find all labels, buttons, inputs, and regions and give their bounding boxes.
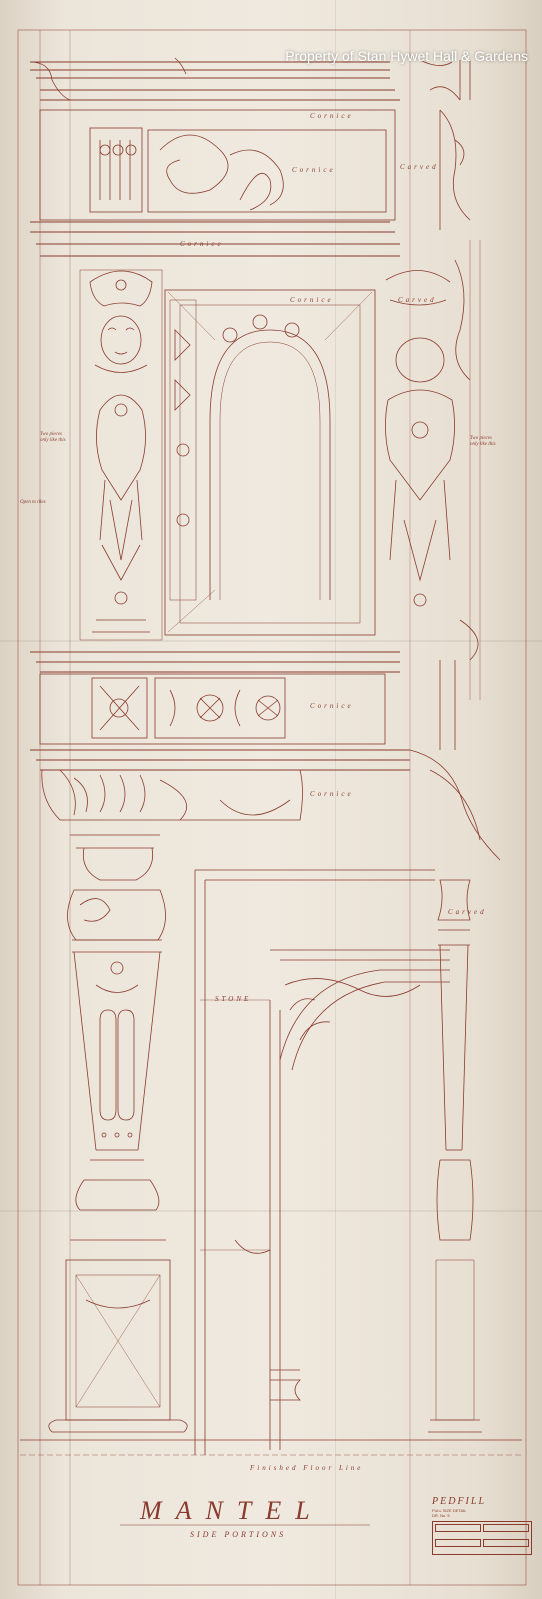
note-side: Open to tiles <box>20 500 46 505</box>
label-cornice-arch: Cornice <box>290 296 334 304</box>
title-block-line1: PEDFILL <box>432 1496 486 1507</box>
watermark: Property of Stan Hywet Hall & Gardens <box>285 48 528 64</box>
label-cornice-middle: Cornice <box>310 702 354 710</box>
title-block-cell <box>483 1539 529 1547</box>
label-stone: STONE <box>215 995 252 1003</box>
label-cornice-mid-upper: Cornice <box>180 240 224 248</box>
title-block-cell <box>435 1524 481 1532</box>
title-block-cell <box>483 1524 529 1532</box>
note-right: Two pieces only like this <box>470 436 496 447</box>
label-cornice-top: Cornice <box>310 112 354 120</box>
paper-seam <box>335 0 336 1599</box>
note-left: Two pieces only like this <box>40 432 66 443</box>
title-block-line2: FULL SIZE DETAIL <box>432 1508 467 1513</box>
label-cornice-lower: Cornice <box>310 790 354 798</box>
paper-fold <box>0 640 542 642</box>
title-block-line3: DR. No. 5 <box>432 1513 450 1518</box>
drawing-title: MANTEL <box>140 1496 324 1525</box>
label-carved-upper: Carved <box>400 163 439 171</box>
label-carved-lower: Carved <box>448 908 487 916</box>
paper-fold <box>0 1210 542 1212</box>
title-block-cell <box>435 1539 481 1547</box>
drawing-subtitle: SIDE PORTIONS <box>190 1530 287 1539</box>
title-block-grid <box>432 1521 532 1555</box>
label-carved-mid: Carved <box>398 296 437 304</box>
label-finished-floor: Finished Floor Line <box>250 1464 364 1472</box>
label-cornice-frieze: Cornice <box>292 166 336 174</box>
title-block: PEDFILL FULL SIZE DETAIL DR. No. 5 <box>432 1496 532 1566</box>
